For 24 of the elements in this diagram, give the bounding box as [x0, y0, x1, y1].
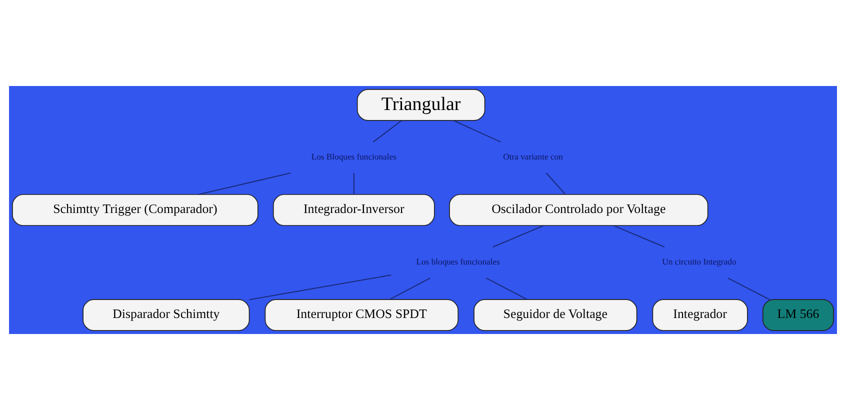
node-box: LM 566: [762, 298, 834, 330]
connector: [453, 120, 501, 142]
node-box: Triangular: [356, 88, 486, 120]
connector: [198, 172, 291, 194]
node-box: Integrador: [652, 298, 748, 330]
connector: [249, 274, 392, 300]
connector: [492, 224, 544, 247]
connector: [728, 277, 770, 300]
connector: [389, 277, 430, 300]
node-text: Un circuito Integrado: [662, 256, 736, 266]
connector: [546, 172, 566, 194]
node-box: Oscilador Controlado por Voltage: [449, 194, 708, 226]
node-box: Integrador-Inversor: [272, 194, 435, 226]
node-box: Schimtty Trigger (Comparador): [12, 194, 258, 226]
connector: [486, 277, 528, 300]
connector: [353, 172, 354, 194]
node-text: Otra variante con: [503, 151, 563, 162]
node-box: Seguidor de Voltage: [474, 298, 638, 330]
node-box: Disparador Schimtty: [82, 298, 250, 330]
node-box: Interruptor CMOS SPDT: [264, 298, 459, 330]
connector: [613, 224, 665, 247]
connector: [372, 120, 402, 142]
node-text: Los Bloques funcionales: [311, 151, 396, 162]
node-text: Los bloques funcionales: [416, 256, 500, 266]
